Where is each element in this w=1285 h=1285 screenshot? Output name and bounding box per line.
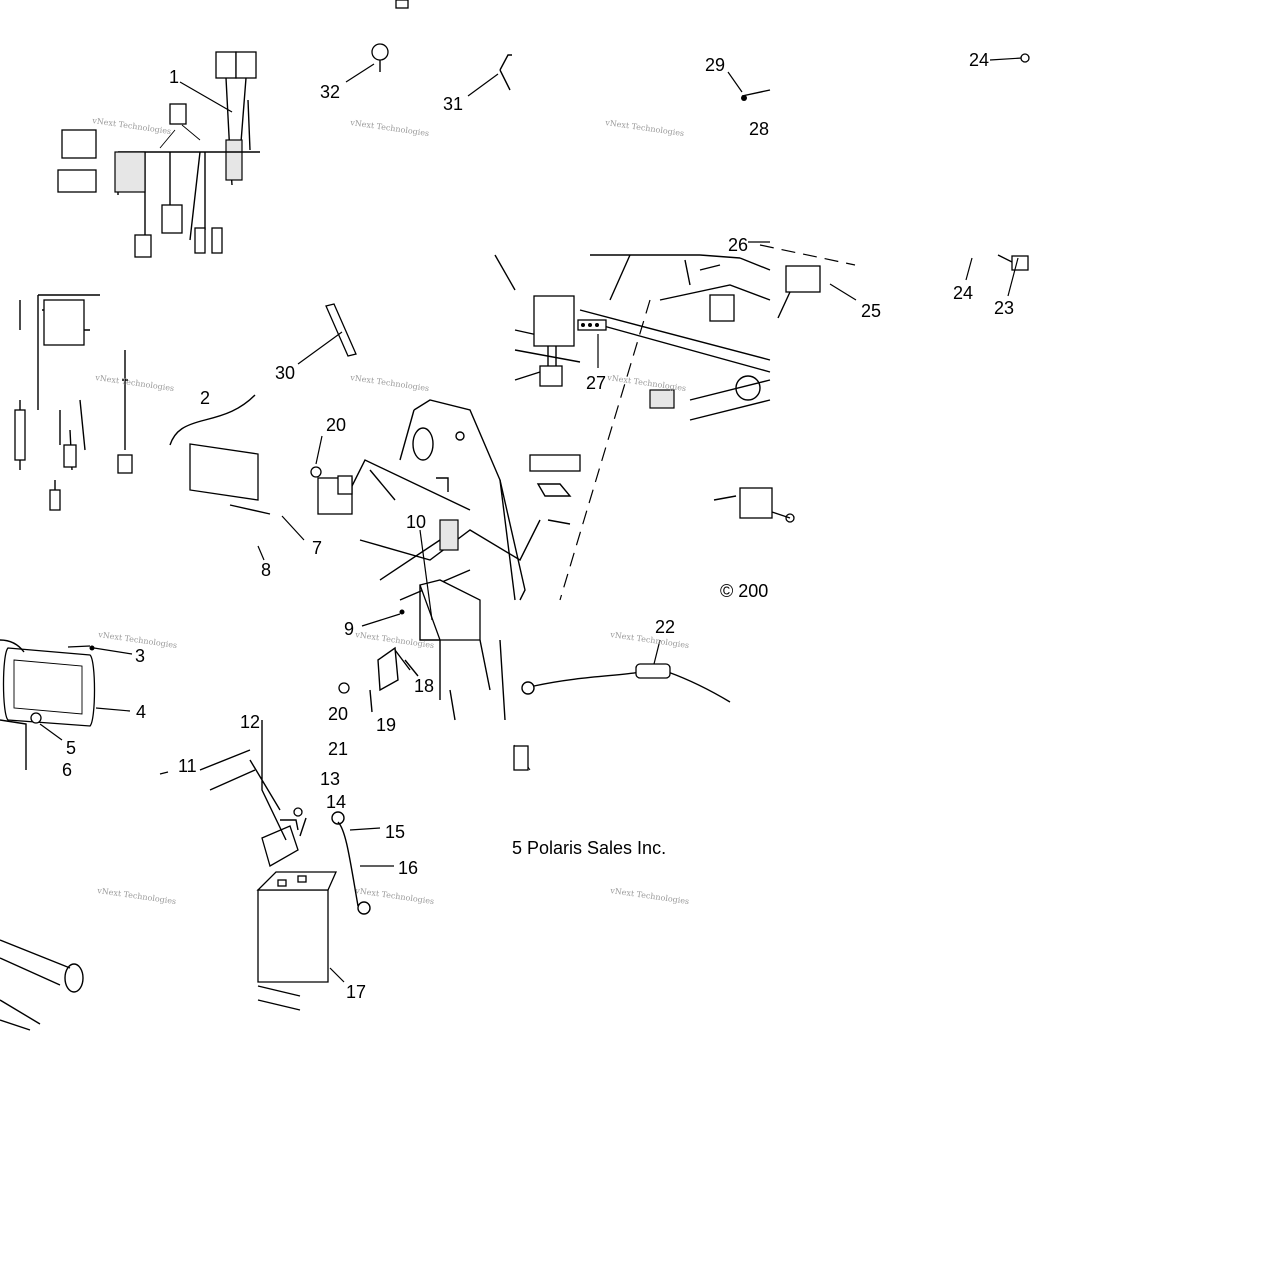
watermark: vNext Technologies [609, 886, 690, 906]
main-frame [494, 244, 856, 601]
callout-9: 9 [344, 619, 354, 639]
callout-19: 19 [376, 715, 396, 735]
callout-31: 31 [443, 94, 463, 114]
callout-24a: 24 [969, 50, 989, 70]
callout-6: 6 [62, 760, 72, 780]
watermark: vNext Technologies [94, 373, 175, 393]
watermark: vNext Technologies [606, 373, 687, 393]
part-23-24-right [965, 254, 1029, 297]
watermark: vNext Technologies [609, 630, 690, 650]
screw-29 [727, 71, 771, 101]
callout-13: 13 [320, 769, 340, 789]
watermark: vNext Technologies [349, 118, 430, 138]
wire-31 [467, 54, 512, 97]
callout-21: 21 [328, 739, 348, 759]
callout-2: 2 [200, 388, 210, 408]
callout-5: 5 [66, 738, 76, 758]
callout-32: 32 [320, 82, 340, 102]
relay-right [713, 487, 795, 523]
callout-3: 3 [135, 646, 145, 666]
wire-harness-main [57, 51, 260, 258]
callout-labels: 1 2 3 4 5 6 7 8 9 10 11 12 13 14 15 16 1… [62, 50, 1014, 1002]
mount-plate [344, 399, 526, 601]
watermark: vNext Technologies [354, 630, 435, 650]
callout-12: 12 [240, 712, 260, 732]
callout-14: 14 [326, 792, 346, 812]
regulator-module [514, 295, 607, 387]
battery-17 [249, 720, 394, 1011]
callout-24b: 24 [953, 283, 973, 303]
watermark: vNext Technologies [91, 116, 172, 136]
callout-29: 29 [705, 55, 725, 75]
clamp-32 [345, 43, 389, 83]
callout-16: 16 [398, 858, 418, 878]
callout-20a: 20 [326, 415, 346, 435]
tail-light-assembly [169, 394, 305, 561]
callout-11: 11 [178, 756, 197, 776]
callout-18: 18 [414, 676, 434, 696]
top-edge-fitting [395, 0, 409, 9]
left-lead-wires [14, 294, 133, 511]
callout-23: 23 [994, 298, 1014, 318]
callout-26: 26 [728, 235, 748, 255]
callout-7: 7 [312, 538, 322, 558]
callout-8: 8 [261, 560, 271, 580]
part-25-connector [748, 241, 857, 319]
strap-30 [297, 303, 357, 365]
battery-tray [359, 519, 541, 721]
fastener-24-top [989, 53, 1030, 63]
watermark: vNext Technologies [96, 886, 177, 906]
watermark: vNext Technologies [604, 118, 685, 138]
callout-30: 30 [275, 363, 295, 383]
parts-9-18-19-20 [338, 609, 419, 713]
copyright-part-b: 5 Polaris Sales Inc. [512, 838, 666, 858]
ignition-coil [310, 435, 581, 525]
watermarks: vNext Technologies vNext Technologies vN… [91, 116, 690, 906]
copyright-part-a: © 200 [720, 581, 768, 601]
callout-25: 25 [861, 301, 881, 321]
callout-4: 4 [136, 702, 146, 722]
headlight-housing [0, 639, 133, 770]
callout-1: 1 [169, 67, 179, 87]
callout-28: 28 [749, 119, 769, 139]
callout-17: 17 [346, 982, 366, 1002]
lower-frame [0, 749, 256, 1031]
callout-20b: 20 [328, 704, 348, 724]
panel-edges [513, 744, 531, 771]
callout-22: 22 [655, 617, 675, 637]
ground-cable-22 [521, 639, 731, 703]
watermark: vNext Technologies [349, 373, 430, 393]
callout-15: 15 [385, 822, 405, 842]
callout-27: 27 [586, 373, 606, 393]
callout-10: 10 [406, 512, 426, 532]
